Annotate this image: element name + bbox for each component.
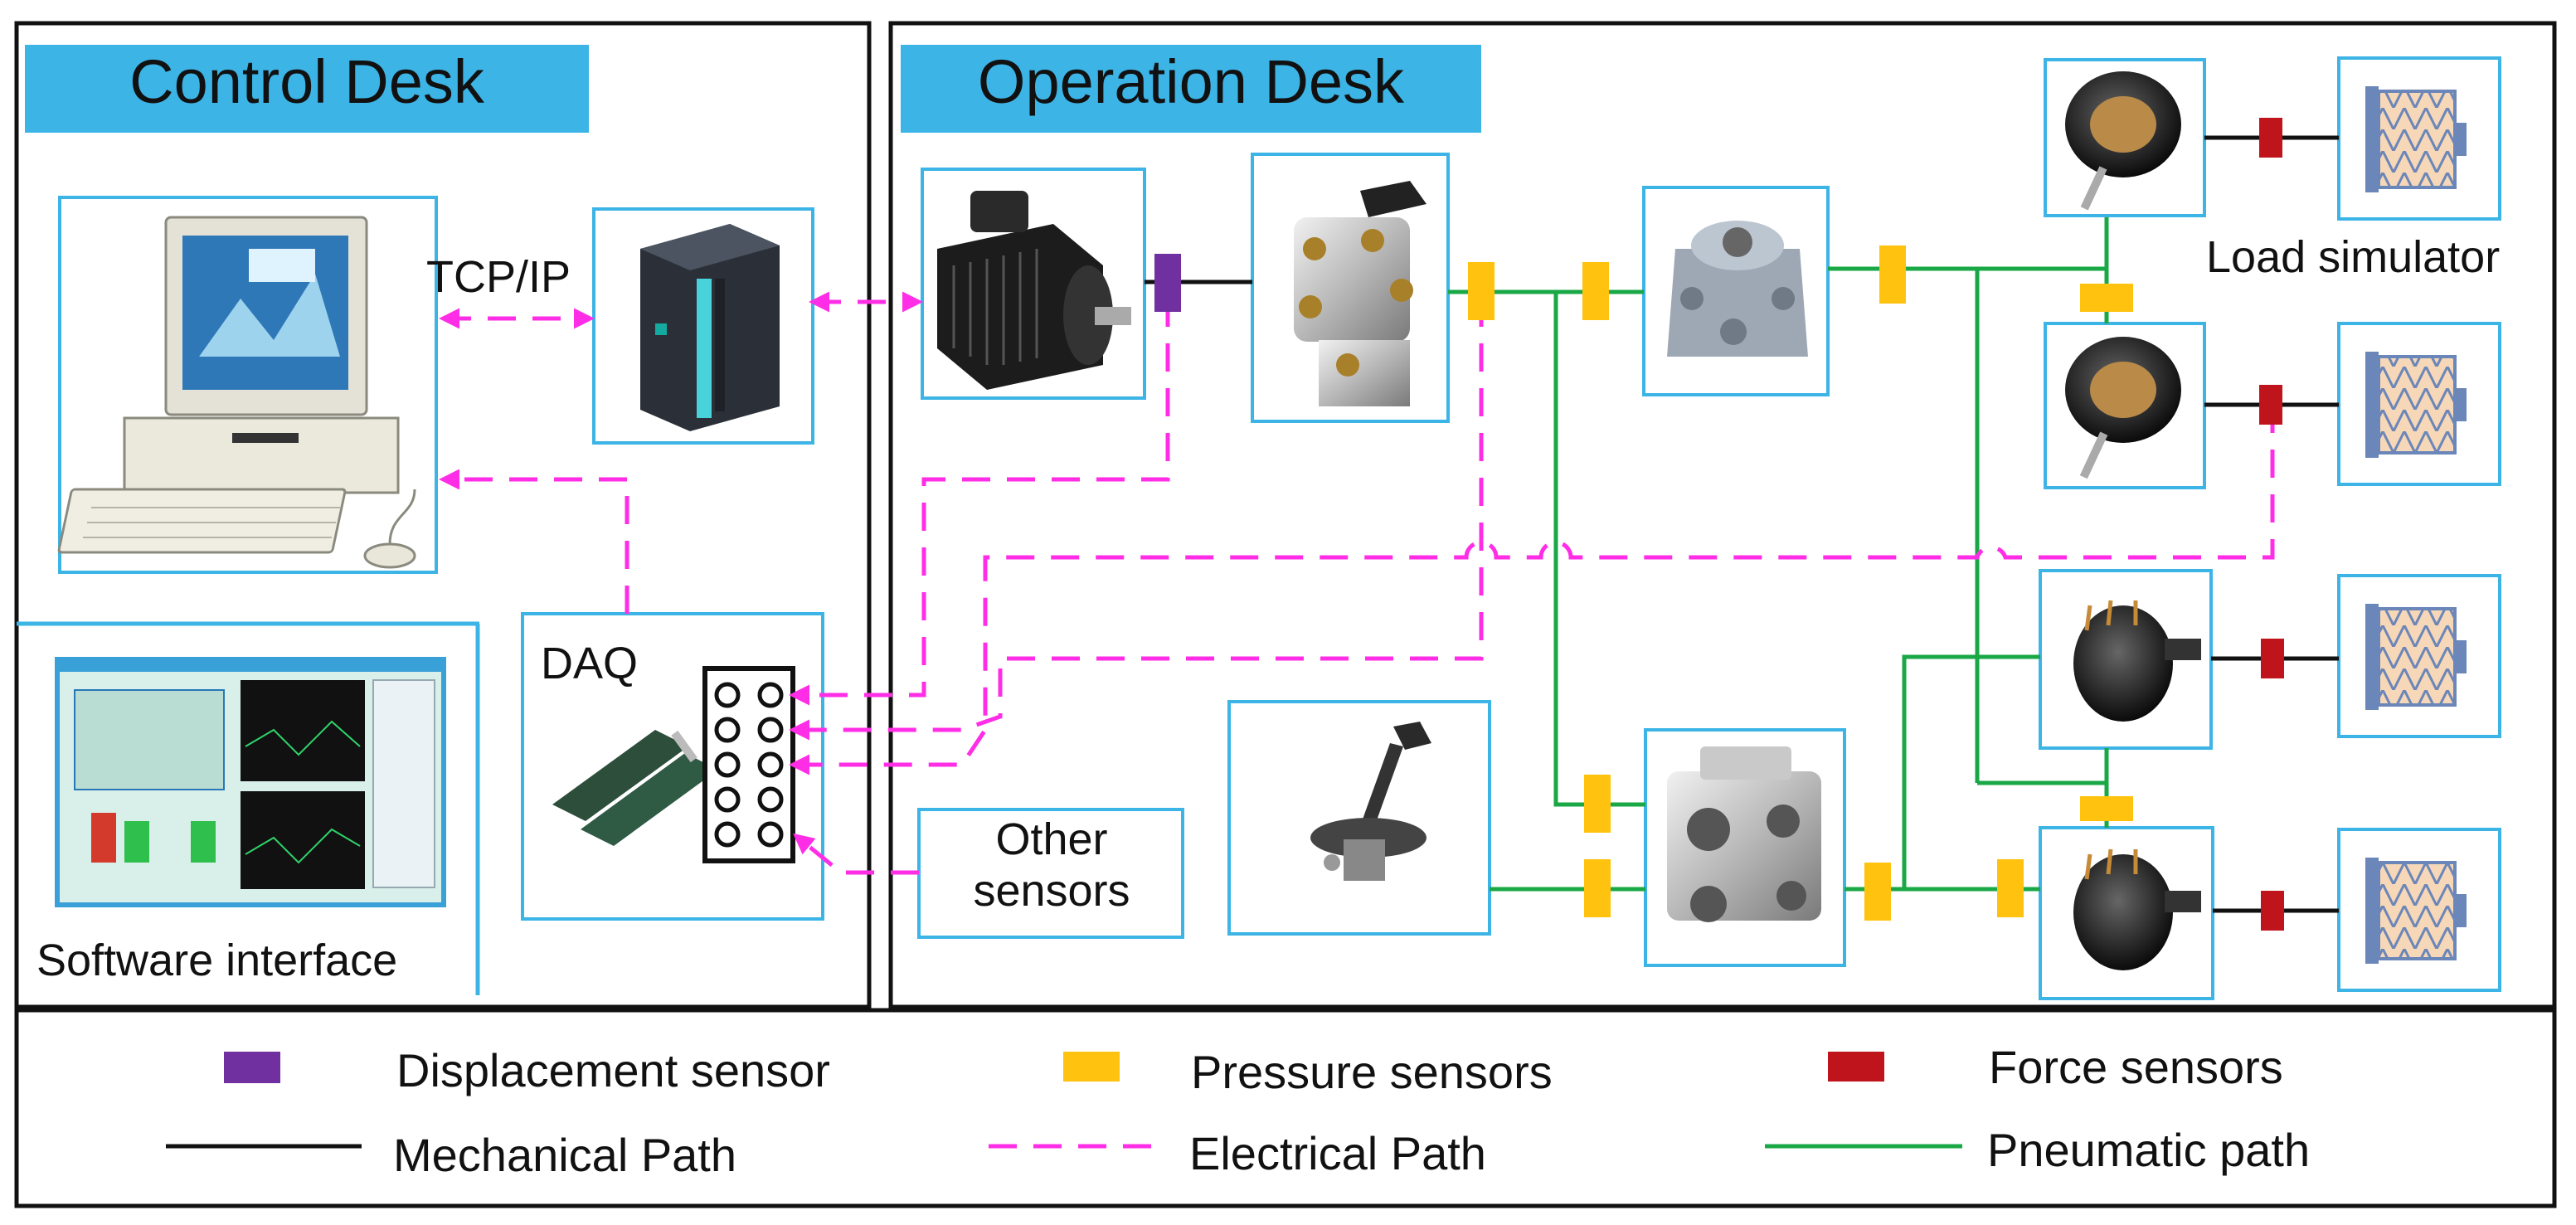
pressure-sensor [1879,245,1906,304]
legend-displacement-swatch [224,1052,280,1083]
software-screen-icon [17,621,480,995]
brake-valve-icon [1251,153,1450,423]
legend-force-swatch [1828,1052,1884,1082]
plc-icon [592,207,814,445]
pressure-sensor [1582,262,1609,320]
control-desk-band [25,45,589,133]
legend-panel [14,1008,2557,1208]
pressure-sensor [1584,775,1611,833]
pressure-sensor [2080,284,2133,312]
legend-pressure-label: Pressure sensors [1191,1046,1553,1098]
spring-load-icon [2337,828,2501,992]
computer-icon [57,196,438,574]
relay-valve-icon [1642,186,1830,396]
displacement-sensor [1154,254,1181,312]
brake-chamber-icon [2044,58,2206,217]
servo-motor-icon [921,168,1146,400]
legend: Displacement sensor Pressure sensors For… [166,1041,2310,1181]
legend-electrical-label: Electrical Path [1189,1127,1486,1179]
daq-card-icon [552,730,718,846]
electrical-paths [439,291,2275,875]
pressure-sensor [2080,796,2133,821]
force-sensor [2259,118,2282,158]
control-desk-title: Control Desk [129,47,485,116]
brake-chamber-icon [2039,569,2213,750]
other-sensors-frame [917,808,1184,939]
legend-pneumatic-label: Pneumatic path [1987,1124,2310,1176]
brake-chamber-icon [2044,322,2206,489]
pressure-sensor [1997,859,2024,917]
pressure-sensor [1468,262,1495,320]
legend-mechanical-label: Mechanical Path [393,1129,736,1181]
operation-desk-band [901,45,1481,133]
emergency-relay-valve-icon [1644,728,1846,967]
force-sensor [2261,639,2284,678]
legend-force-label: Force sensors [1989,1041,2283,1093]
force-sensor [2261,891,2284,931]
sensor-markers [1154,118,2284,931]
legend-pressure-swatch [1063,1052,1120,1082]
load-simulator-label: Load simulator [2206,232,2500,282]
daq-connector-icon [702,666,795,863]
spring-load-icon [2337,574,2501,738]
pressure-sensor [1584,859,1611,917]
spring-load-icon [2337,322,2501,486]
spring-load-icon [2337,56,2501,221]
brake-chamber-icon [2039,826,2214,1000]
legend-displacement-label: Displacement sensor [396,1044,830,1096]
daq-label: DAQ [541,639,638,688]
tcp-ip-label: TCP/IP [426,252,571,302]
operation-desk-title: Operation Desk [978,47,1405,116]
pressure-sensor [1864,863,1891,921]
hand-brake-valve-icon [1227,700,1491,936]
software-interface-label: Software interface [36,936,397,985]
force-sensor [2259,385,2282,425]
